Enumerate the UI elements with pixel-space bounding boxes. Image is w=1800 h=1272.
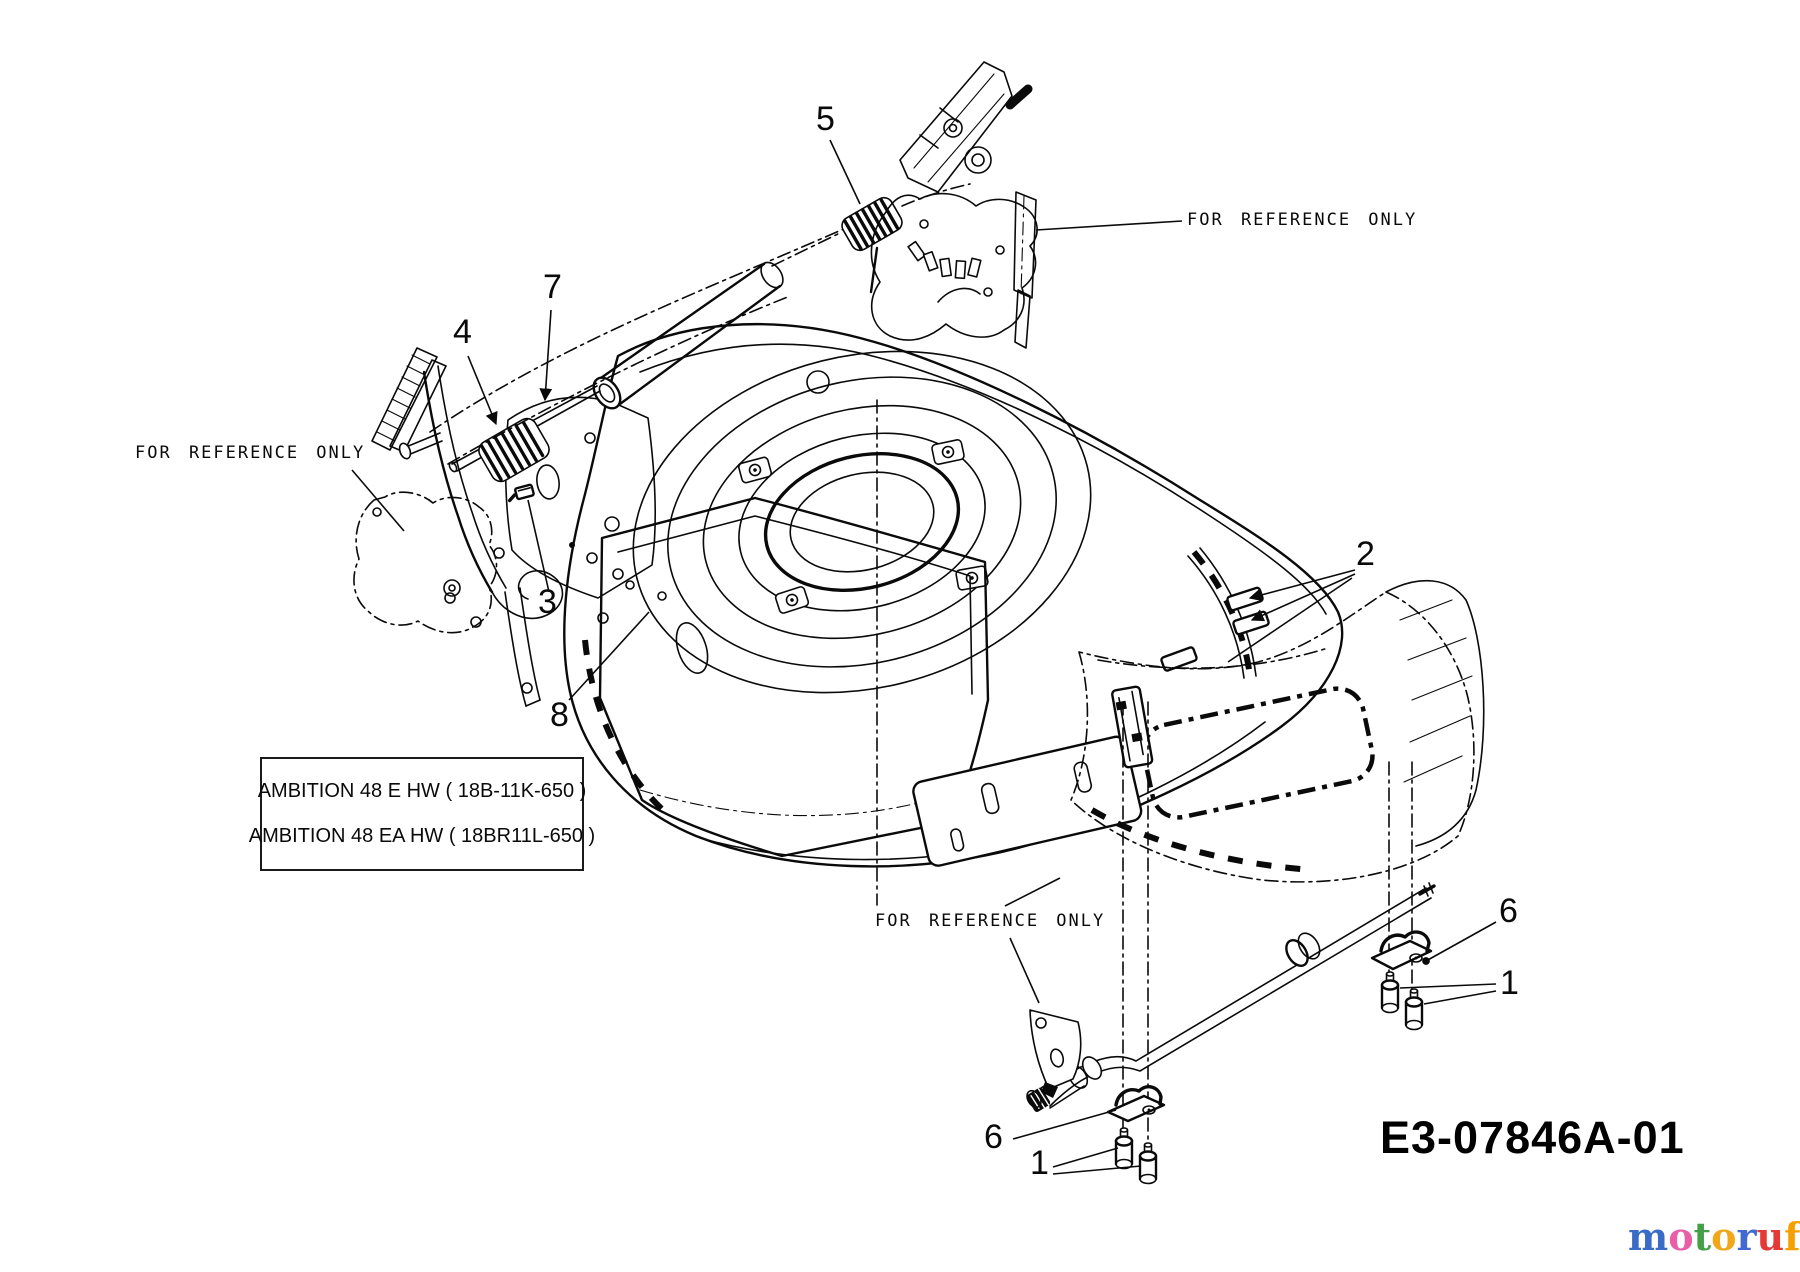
flap-opening [1141, 686, 1375, 820]
logo-letter-u: u [1756, 1214, 1785, 1259]
reference-note-bottom: FOR REFERENCE ONLY [875, 911, 1106, 931]
reference-blob-left [353, 491, 498, 634]
rear-flap-reference [1070, 579, 1485, 883]
callout-1-right: 1 [1500, 964, 1519, 1002]
logo-letter-o2: o [1711, 1214, 1737, 1259]
logo-letter-m: m [1628, 1214, 1669, 1259]
screw-1-bottom-a [1114, 1127, 1134, 1170]
logo-letter-t: t [1693, 1214, 1712, 1259]
reference-note-right: FOR REFERENCE ONLY [1187, 210, 1418, 230]
axle-end [1026, 1056, 1103, 1113]
rod-eyelet [1285, 939, 1309, 967]
callout-6-bottom: 6 [984, 1118, 1003, 1156]
handle-bracket-left [353, 347, 624, 707]
logo-letter-f: f [1784, 1214, 1800, 1259]
clamp-6-right [1370, 930, 1433, 971]
deck-front-plate [912, 735, 1143, 867]
axle-bracket [1029, 1009, 1082, 1098]
clip-2a [1226, 586, 1264, 612]
deck-front-chute [598, 496, 990, 858]
bracket-hatch [376, 354, 431, 442]
motoruf-watermark: motoruf.de [1628, 1218, 1800, 1256]
callout-6-right: 6 [1499, 892, 1518, 930]
model-line-2: AMBITION 48 EA HW ( 18BR11L-650 ) [248, 824, 596, 847]
callout-3: 3 [538, 583, 557, 621]
screw-1-right-a [1380, 971, 1400, 1014]
callout-5: 5 [816, 100, 835, 138]
callout-8: 8 [550, 696, 569, 734]
reference-note-left: FOR REFERENCE ONLY [135, 443, 366, 463]
bracket-pin [1005, 84, 1033, 110]
deck-top-hole [806, 370, 830, 394]
clamp-6-bottom [1106, 1085, 1166, 1123]
model-line-1: AMBITION 48 E HW ( 18B-11K-650 ) [257, 780, 587, 803]
logo-letter-o1: o [1668, 1214, 1694, 1259]
callout-7: 7 [543, 268, 562, 306]
handle-bracket-right [870, 61, 1038, 349]
logo-letter-r: r [1736, 1214, 1757, 1259]
leader-lines [351, 139, 1497, 1175]
model-applicability-box: AMBITION 48 E HW ( 18B-11K-650 ) AMBITIO… [249, 757, 595, 871]
spring-4 [478, 417, 550, 483]
lower-axle-assembly [1026, 701, 1436, 1185]
callout-1-bottom: 1 [1030, 1144, 1049, 1182]
screw-1-bottom-b [1138, 1142, 1158, 1185]
cable-clip-3 [507, 483, 535, 503]
engine-mount-rings [632, 350, 1092, 694]
callout-4: 4 [453, 313, 472, 351]
drawing-number: E3-07846A-01 [1380, 1112, 1685, 1163]
deck-edge-clips [1160, 547, 1270, 679]
callout-2: 2 [1356, 535, 1375, 573]
screw-1-right-b [1404, 988, 1424, 1031]
clip-2c [1160, 646, 1198, 672]
bracket-slot-arc [907, 240, 982, 280]
engine-mount-bosses [738, 439, 989, 614]
